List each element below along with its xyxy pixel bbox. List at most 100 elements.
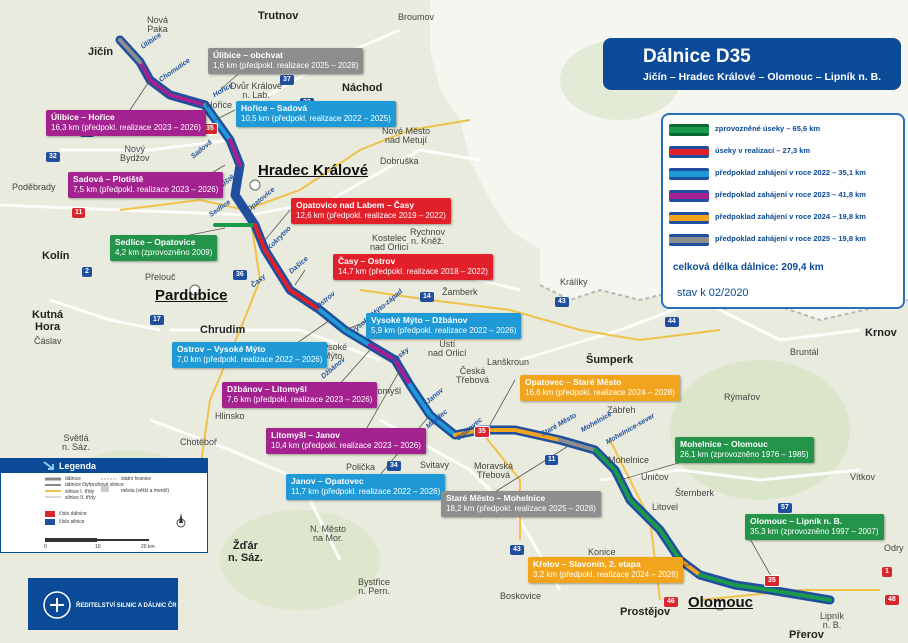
section-vysoke-myto-dzbanov: Vysoké Mýto – Džbánov 5,9 km (předpokl. … bbox=[366, 313, 522, 340]
rsd-logo-icon bbox=[43, 591, 71, 619]
place-chrudim: Chrudim bbox=[200, 324, 246, 336]
place-bystrice: Bystřice n. Pern. bbox=[358, 577, 391, 597]
section-title: Úlibice – obchvat bbox=[213, 50, 283, 60]
stats-swatch bbox=[669, 168, 709, 180]
section-ulibice-horice: Úlibice – Hořice 16,3 km (předpokl. real… bbox=[46, 110, 206, 137]
place-mohelnice: Mohelnice bbox=[608, 455, 650, 465]
place-moravska-trebova: Moravská Třebová bbox=[474, 461, 514, 481]
place-nova-paka: Nová Paka bbox=[147, 15, 169, 35]
place-nove-mesto-metuji: Nové Město nad Metují bbox=[382, 126, 431, 146]
section-desc: 18,2 km (předpokl. realizace 2025 – 2028… bbox=[446, 504, 596, 514]
section-litomysl-janov: Litomyšl – Janov 10,4 km (předpokl. real… bbox=[266, 428, 426, 455]
section-desc: 14,7 km (předpokl. realizace 2018 – 2022… bbox=[338, 267, 488, 277]
route-opatovice-casy bbox=[253, 223, 292, 292]
section-title: Opatovice nad Labem – Časy bbox=[296, 200, 415, 210]
legend-item: silnice I. třídy bbox=[65, 489, 95, 495]
section-desc: 16,3 km (předpokl. realizace 2023 – 2026… bbox=[51, 123, 201, 133]
section-desc: 16,6 km (předpokl. realizace 2024 – 2028… bbox=[525, 388, 675, 398]
section-desc: 11,7 km (předpokl. realizace 2022 – 2026… bbox=[291, 487, 441, 497]
legend-item: města (větší a menší) bbox=[121, 488, 170, 494]
road-number: 37 bbox=[280, 75, 294, 85]
legend-title: Legenda bbox=[59, 461, 97, 471]
place-lipnik: Lipník n. B. bbox=[820, 611, 845, 631]
place-caslav: Čáslav bbox=[34, 336, 62, 346]
road-number: 44 bbox=[665, 317, 679, 327]
place-prerov: Přerov bbox=[789, 629, 824, 641]
status-date: stav k 02/2020 bbox=[677, 287, 749, 299]
place-sternberk: Šternberk bbox=[675, 488, 715, 498]
map-subtitle: Jičín – Hradec Králové – Olomouc – Lipní… bbox=[643, 71, 882, 83]
place-unicov: Uničov bbox=[641, 472, 669, 482]
legend-item: dálnice čtyřpruhové silnice bbox=[65, 482, 124, 488]
section-title: Křelov – Slavonín, 2. etapa bbox=[533, 559, 641, 569]
primary-roads bbox=[119, 119, 880, 601]
section-title: Sedlice – Opatovice bbox=[115, 237, 196, 247]
title-panel: Dálnice D35 Jičín – Hradec Králové – Olo… bbox=[603, 38, 901, 90]
place-hlinsko: Hlinsko bbox=[215, 411, 245, 421]
road-number: 36 bbox=[233, 270, 247, 280]
section-olomouc-lipnik: Olomouc – Lipník n. B. 35,3 km (zprovozn… bbox=[745, 514, 884, 541]
place-lanskroun: Lanškroun bbox=[487, 357, 530, 367]
place-dobruska: Dobruška bbox=[380, 156, 419, 166]
section-janov-opatovec: Janov – Opatovec 11,7 km (předpokl. real… bbox=[286, 474, 446, 501]
section-dzbanov-litomysl: Džbánov – Litomyšl 7,6 km (předpokl. rea… bbox=[222, 382, 378, 409]
section-title: Janov – Opatovec bbox=[291, 476, 364, 486]
forest-area bbox=[220, 510, 380, 610]
place-vysoke-myto: Vysoké Mýto bbox=[318, 342, 348, 362]
section-title: Časy – Ostrov bbox=[338, 256, 396, 266]
section-desc: 5,9 km (předpokl. realizace 2022 – 2026) bbox=[371, 326, 517, 336]
section-desc: 1,6 km (předpokl. realizace 2025 – 2028) bbox=[213, 61, 359, 71]
route-horice-sadova bbox=[203, 103, 232, 142]
road-number: 43 bbox=[510, 545, 524, 555]
section-title: Staré Město – Mohelnice bbox=[446, 493, 546, 503]
section-desc: 7,5 km (předpokl. realizace 2023 – 2026) bbox=[73, 185, 219, 195]
place-horice: Hořice bbox=[206, 100, 233, 110]
place-bruntal: Bruntál bbox=[790, 347, 819, 357]
place-zamberk: Žamberk bbox=[442, 287, 478, 297]
place-pardubice: Pardubice bbox=[155, 287, 228, 304]
section-stare-mesto-mohelnice: Staré Město – Mohelnice 18,2 km (předpok… bbox=[441, 491, 601, 518]
section-desc: 3,2 km (předpokl. realizace 2024 – 2026) bbox=[533, 570, 679, 580]
place-policka: Polička bbox=[346, 462, 376, 472]
place-kraliky: Králíky bbox=[560, 277, 588, 287]
place-prostejov: Prostějov bbox=[620, 606, 671, 618]
legend-header: Legenda bbox=[1, 459, 207, 473]
route-ostrov-vm bbox=[318, 308, 347, 332]
section-desc: 7,0 km (předpokl. realizace 2022 – 2026) bbox=[177, 355, 323, 365]
stats-swatch bbox=[669, 234, 709, 246]
route-stare-mesto-mohelnice bbox=[558, 438, 597, 452]
section-ostrov-vysoke-myto: Ostrov – Vysoké Mýto 7,0 km (předpokl. r… bbox=[172, 342, 328, 369]
place-svitavy: Svitavy bbox=[420, 460, 450, 470]
route-olomouc-lipnik bbox=[698, 573, 832, 602]
place-zdar: Žďár n. Sáz. bbox=[228, 540, 263, 564]
legend-item: číslo silnice bbox=[59, 519, 85, 525]
place-dvur-kralove: Dvůr Králové n. Lab. bbox=[230, 81, 283, 101]
road-number: 11 bbox=[72, 208, 86, 218]
section-title: Olomouc – Lipník n. B. bbox=[750, 516, 843, 526]
stats-label: předpoklad zahájení v roce 2025 – 19,8 k… bbox=[715, 234, 866, 243]
place-svetla: Světlá n. Sáz. bbox=[62, 433, 91, 453]
section-title: Vysoké Mýto – Džbánov bbox=[371, 315, 468, 325]
organization-name: ŘEDITELSTVÍ SILNIC A DÁLNIC ČR bbox=[76, 603, 177, 609]
stats-label: předpoklad zahájení v roce 2023 – 41,8 k… bbox=[715, 190, 866, 199]
road-number: 34 bbox=[387, 461, 401, 471]
stats-swatch bbox=[669, 124, 709, 136]
place-litovel: Litovel bbox=[652, 502, 679, 512]
total-length: celková délka dálnice: 209,4 km bbox=[673, 262, 824, 273]
road-number: 48 bbox=[885, 595, 899, 605]
stats-label: zprovozněné úseky – 65,6 km bbox=[715, 124, 821, 133]
place-kutna-hora: Kutná Hora bbox=[32, 309, 64, 333]
road-number: 32 bbox=[46, 152, 60, 162]
section-ulibice-obchvat: Úlibice – obchvat 1,6 km (předpokl. real… bbox=[208, 48, 364, 75]
arrow-icon bbox=[43, 461, 54, 470]
route-ulibice-obchvat bbox=[118, 38, 142, 64]
section-title: Sadová – Plotiště bbox=[73, 174, 144, 184]
section-casy-ostrov: Časy – Ostrov 14,7 km (předpokl. realiza… bbox=[333, 254, 493, 281]
section-sedlice-opatovice: Sedlice – Opatovice 4,2 km (zprovozněno … bbox=[110, 235, 218, 262]
scale-label: 0 bbox=[44, 544, 47, 550]
section-horice-sadova: Hořice – Sadová 10,5 km (předpokl. reali… bbox=[236, 101, 396, 128]
scale-label: 20 km bbox=[141, 544, 155, 550]
map-title: Dálnice D35 bbox=[643, 46, 751, 67]
place-rychnov: Rychnov n. Kněž. bbox=[410, 227, 446, 247]
place-olomouc: Olomouc bbox=[688, 594, 754, 611]
